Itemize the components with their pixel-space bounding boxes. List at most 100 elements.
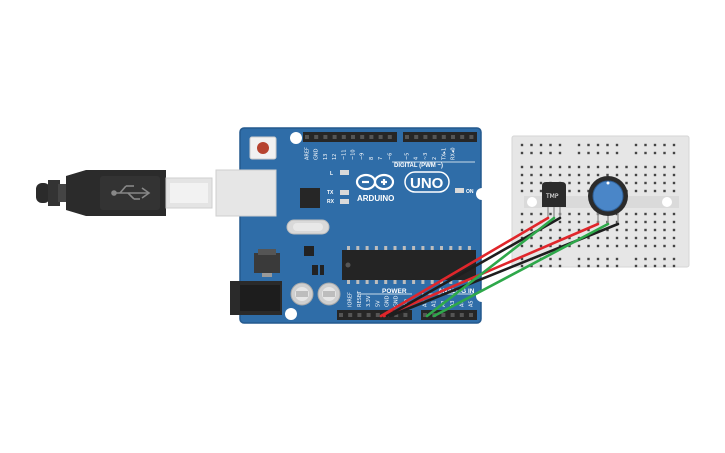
breadboard-hole[interactable] [577, 189, 581, 193]
breadboard-hole[interactable] [606, 244, 609, 248]
breadboard-hole[interactable] [568, 244, 571, 248]
breadboard-hole[interactable] [663, 189, 666, 193]
breadboard-hole[interactable] [653, 228, 657, 232]
breadboard-hole[interactable] [606, 151, 609, 155]
header-socket[interactable] [441, 135, 446, 139]
breadboard-hole[interactable] [587, 143, 590, 147]
breadboard-hole[interactable] [587, 212, 590, 216]
wire-red-pot-5v[interactable] [382, 222, 600, 318]
breadboard-hole[interactable] [644, 257, 647, 261]
breadboard-hole[interactable] [606, 228, 609, 232]
header-socket[interactable] [387, 135, 392, 139]
breadboard-hole[interactable] [587, 264, 590, 268]
breadboard-hole[interactable] [587, 236, 590, 240]
breadboard-hole[interactable] [558, 264, 562, 268]
breadboard-hole[interactable] [663, 220, 666, 224]
breadboard-hole[interactable] [549, 165, 552, 169]
breadboard-hole[interactable] [615, 236, 619, 240]
breadboard-hole[interactable] [539, 173, 543, 177]
breadboard-hole[interactable] [520, 173, 524, 177]
breadboard-hole[interactable] [644, 143, 647, 147]
breadboard-hole[interactable] [653, 257, 657, 261]
breadboard-hole[interactable] [530, 189, 533, 193]
breadboard-hole[interactable] [644, 236, 647, 240]
header-socket[interactable] [451, 135, 455, 139]
breadboard-hole[interactable] [615, 257, 619, 261]
breadboard-hole[interactable] [539, 143, 543, 147]
breadboard-hole[interactable] [558, 143, 562, 147]
breadboard-hole[interactable] [663, 212, 666, 216]
breadboard-hole[interactable] [549, 244, 552, 248]
potentiometer[interactable] [588, 176, 628, 224]
breadboard-hole[interactable] [539, 151, 543, 155]
breadboard-hole[interactable] [634, 264, 638, 268]
breadboard-hole[interactable] [625, 181, 628, 185]
header-socket[interactable] [450, 313, 455, 317]
breadboard-hole[interactable] [577, 257, 581, 261]
breadboard-hole[interactable] [634, 236, 638, 240]
breadboard-hole[interactable] [644, 189, 647, 193]
breadboard-hole[interactable] [625, 220, 628, 224]
breadboard-hole[interactable] [568, 173, 571, 177]
breadboard-hole[interactable] [653, 151, 657, 155]
breadboard-hole[interactable] [615, 165, 619, 169]
breadboard-hole[interactable] [606, 173, 609, 177]
breadboard-hole[interactable] [644, 165, 647, 169]
breadboard-hole[interactable] [539, 212, 543, 216]
breadboard-hole[interactable] [549, 212, 552, 216]
breadboard-hole[interactable] [672, 151, 676, 155]
header-socket[interactable] [348, 313, 353, 317]
breadboard-hole[interactable] [606, 236, 609, 240]
breadboard-hole[interactable] [625, 173, 628, 177]
breadboard-hole[interactable] [634, 181, 638, 185]
breadboard-hole[interactable] [587, 189, 590, 193]
breadboard-hole[interactable] [596, 143, 600, 147]
breadboard-hole[interactable] [520, 257, 524, 261]
breadboard-hole[interactable] [558, 165, 562, 169]
header-socket[interactable] [369, 135, 374, 139]
breadboard-hole[interactable] [520, 181, 524, 185]
breadboard-hole[interactable] [587, 220, 590, 224]
breadboard-hole[interactable] [549, 151, 552, 155]
breadboard-hole[interactable] [587, 244, 590, 248]
breadboard-hole[interactable] [558, 228, 562, 232]
breadboard-hole[interactable] [634, 151, 638, 155]
breadboard-hole[interactable] [530, 220, 533, 224]
breadboard-hole[interactable] [615, 151, 619, 155]
header-socket[interactable] [441, 313, 446, 317]
breadboard-hole[interactable] [577, 151, 581, 155]
breadboard-hole[interactable] [672, 257, 676, 261]
breadboard-hole[interactable] [663, 173, 666, 177]
header-socket[interactable] [423, 313, 427, 317]
breadboard-hole[interactable] [539, 244, 543, 248]
breadboard-hole[interactable] [672, 173, 676, 177]
breadboard-hole[interactable] [568, 236, 571, 240]
breadboard-hole[interactable] [653, 244, 657, 248]
breadboard-hole[interactable] [520, 236, 524, 240]
breadboard-hole[interactable] [634, 257, 638, 261]
breadboard-hole[interactable] [577, 212, 581, 216]
breadboard-hole[interactable] [634, 189, 638, 193]
breadboard-hole[interactable] [644, 244, 647, 248]
breadboard-hole[interactable] [672, 236, 676, 240]
breadboard-hole[interactable] [587, 165, 590, 169]
header-socket[interactable] [394, 313, 399, 317]
breadboard-hole[interactable] [539, 264, 543, 268]
header-socket[interactable] [460, 135, 465, 139]
header-socket[interactable] [357, 313, 362, 317]
breadboard-hole[interactable] [625, 236, 628, 240]
temperature-sensor[interactable]: TMP [542, 182, 566, 218]
breadboard-hole[interactable] [672, 181, 676, 185]
breadboard-hole[interactable] [653, 264, 657, 268]
breadboard-hole[interactable] [587, 181, 590, 185]
breadboard-hole[interactable] [634, 228, 638, 232]
breadboard-hole[interactable] [644, 181, 647, 185]
potentiometer-knob[interactable] [592, 180, 624, 212]
breadboard-hole[interactable] [577, 228, 581, 232]
breadboard-hole[interactable] [577, 244, 581, 248]
breadboard-hole[interactable] [653, 165, 657, 169]
header-socket[interactable] [332, 135, 337, 139]
header-socket[interactable] [405, 135, 409, 139]
breadboard-hole[interactable] [625, 212, 628, 216]
breadboard-hole[interactable] [520, 189, 524, 193]
